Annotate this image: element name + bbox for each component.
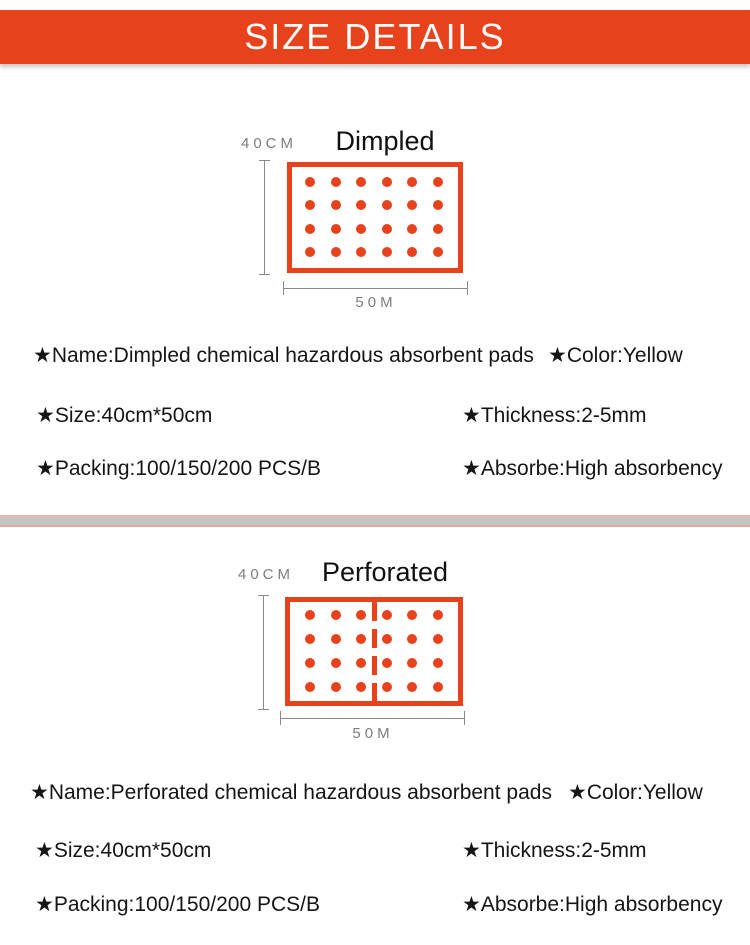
- pad-dot: [407, 682, 418, 692]
- spec-color: ★Color:Yellow: [548, 344, 683, 367]
- dot-grid: [292, 167, 458, 268]
- pad-dot: [381, 610, 392, 620]
- pad-dot: [305, 200, 315, 211]
- section-divider: [0, 515, 750, 527]
- width-dimension-label: 50M: [352, 725, 394, 742]
- spec-size: ★Size:40cm*50cm: [35, 839, 212, 862]
- pad-dot: [305, 658, 315, 668]
- diagram-title: Dimpled: [335, 126, 435, 156]
- pad-dot: [407, 200, 418, 211]
- pad-dot: [381, 223, 392, 234]
- pad-dot: [432, 682, 443, 692]
- spec-absorbe: ★Absorbe:High absorbency: [462, 457, 723, 480]
- spec-name: ★Name:Perforated chemical hazardous abso…: [30, 781, 552, 804]
- pad-dot: [330, 658, 341, 668]
- pad-dot: [356, 246, 367, 257]
- pad-dot: [432, 658, 443, 668]
- dimension-tick-top: [259, 160, 270, 161]
- pad-dot: [305, 177, 315, 187]
- dimension-tick-right: [467, 281, 468, 295]
- pad-dot: [356, 223, 367, 234]
- pad-dot: [330, 634, 341, 644]
- pad-dot: [330, 177, 341, 187]
- pad-dot: [305, 246, 315, 257]
- pad-dot: [330, 223, 341, 234]
- spec-thickness: ★Thickness:2-5mm: [462, 839, 647, 862]
- pad-dot: [305, 682, 315, 692]
- vertical-dimension-line: [264, 160, 265, 275]
- horizontal-dimension-line: [283, 288, 468, 289]
- spec-packing: ★Packing:100/150/200 PCS/B: [36, 457, 322, 480]
- pad-dot: [381, 658, 392, 668]
- pad-dot: [305, 223, 315, 234]
- pad-dot: [432, 177, 443, 187]
- perforation-line: [371, 602, 377, 701]
- height-dimension-label: 40CM: [238, 566, 295, 583]
- pad-dot: [356, 658, 367, 668]
- dot-grid: [290, 602, 458, 701]
- spec-packing: ★Packing:100/150/200 PCS/B: [35, 893, 321, 916]
- dimension-tick-left: [283, 281, 284, 295]
- pad-dot: [330, 246, 341, 257]
- pad-dot: [356, 634, 367, 644]
- spec-color: ★Color:Yellow: [568, 781, 703, 804]
- pad-dot: [407, 246, 418, 257]
- pad-dot: [330, 682, 341, 692]
- pad-dot: [407, 610, 418, 620]
- pad-rectangle: [285, 597, 463, 706]
- pad-dot: [432, 634, 443, 644]
- pad-dot: [356, 610, 367, 620]
- pad-dot: [356, 177, 367, 187]
- pad-dot: [381, 177, 392, 187]
- pad-dot: [356, 200, 367, 211]
- pad-dot: [381, 246, 392, 257]
- pad-dot: [305, 610, 315, 620]
- spec-name: ★Name:Dimpled chemical hazardous absorbe…: [33, 344, 534, 367]
- pad-dot: [381, 634, 392, 644]
- pad-dot: [330, 610, 341, 620]
- pad-dot: [381, 200, 392, 211]
- horizontal-dimension-line: [280, 718, 465, 719]
- spec-thickness: ★Thickness:2-5mm: [462, 404, 647, 427]
- pad-dot: [432, 223, 443, 234]
- pad-dot: [407, 177, 418, 187]
- pad-dot: [407, 658, 418, 668]
- pad-dot: [381, 682, 392, 692]
- pad-dot: [432, 246, 443, 257]
- page-title: SIZE DETAILS: [244, 16, 506, 57]
- width-dimension-label: 50M: [355, 294, 397, 311]
- dimension-tick-bottom: [259, 274, 270, 275]
- pad-dot: [356, 682, 367, 692]
- header-banner: SIZE DETAILS: [0, 10, 750, 64]
- dimension-tick-left: [280, 711, 281, 725]
- height-dimension-label: 40CM: [241, 135, 298, 152]
- dimension-tick-right: [464, 711, 465, 725]
- pad-rectangle: [287, 162, 463, 273]
- spec-size: ★Size:40cm*50cm: [36, 404, 213, 427]
- pad-dot: [407, 223, 418, 234]
- pad-dot: [407, 634, 418, 644]
- dimension-tick-top: [258, 595, 269, 596]
- pad-dot: [432, 200, 443, 211]
- pad-dot: [330, 200, 341, 211]
- vertical-dimension-line: [263, 595, 264, 710]
- dimension-tick-bottom: [258, 709, 269, 710]
- pad-dot: [305, 634, 315, 644]
- pad-dot: [432, 610, 443, 620]
- spec-absorbe: ★Absorbe:High absorbency: [462, 893, 723, 916]
- diagram-title: Perforated: [321, 557, 449, 587]
